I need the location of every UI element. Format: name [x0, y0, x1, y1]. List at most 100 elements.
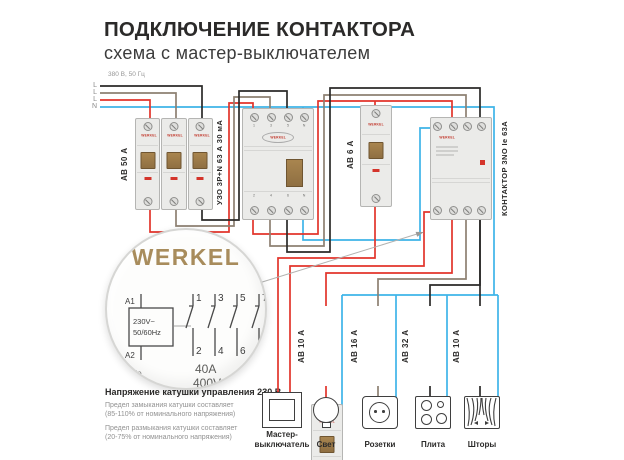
terminal-screw-icon	[169, 197, 179, 206]
terminal-screw-icon	[195, 122, 205, 131]
rcd-terminal-number: 5	[286, 124, 290, 128]
wire-black-rcd-to-contactor	[286, 87, 481, 253]
coil-breaker: WERKEL	[360, 105, 392, 207]
coil-terminal-a2: A2	[125, 351, 135, 360]
master-switch-icon	[262, 392, 302, 428]
branch-breaker-3-label: АВ 32 А	[401, 329, 410, 363]
wire-red-breaker-to-rcd	[149, 102, 254, 233]
coil-note-open: Предел размыкания катушки составляет (20…	[105, 425, 237, 442]
rcd-terminal-number: 3	[269, 124, 273, 128]
socket-icon	[362, 396, 398, 429]
terminal-screw-icon	[143, 197, 153, 206]
status-indicator	[170, 177, 178, 180]
rcd-terminal-number: N	[302, 124, 306, 128]
terminal-screw-icon	[283, 206, 293, 215]
status-indicator	[372, 169, 380, 172]
main-breaker-pole-3: WERKEL	[187, 118, 213, 210]
coil-breaker-label: АВ 6 А	[346, 140, 355, 170]
terminal-screw-icon	[462, 206, 472, 215]
breaker-toggle	[166, 152, 182, 169]
breaker-toggle	[319, 436, 335, 453]
wire-red-supply	[100, 99, 151, 124]
master-switch-label: Мастер- выключатель	[254, 430, 310, 449]
status-indicator	[196, 177, 204, 180]
brand-badge: WERKEL	[262, 132, 294, 143]
wire-neutral-main	[100, 106, 495, 295]
branch-breaker-1-label: АВ 10 А	[297, 329, 306, 363]
contactor-magnifier: WERKEL A1 230V~ 50/60Hz A2 1 3 5	[105, 228, 267, 390]
brand-micro-label: WERKEL	[193, 134, 210, 138]
terminal-screw-icon	[249, 113, 259, 122]
branch-breaker-2-label: АВ 16 А	[350, 329, 359, 363]
ie-label: Ie	[135, 369, 142, 378]
terminal-screw-icon	[371, 194, 381, 203]
contactor-device: WERKEL	[430, 117, 492, 220]
coil-frequency: 50/60Hz	[133, 328, 161, 337]
terminal-screw-icon	[371, 109, 381, 118]
coil-note-close-line1: Предел замыкания катушки составляет	[105, 402, 234, 409]
wire-black-breaker-to-rcd	[201, 90, 288, 221]
coil-note-open-line2: (20-75% от номинального напряжения)	[105, 433, 232, 441]
contact-number: 6	[240, 346, 246, 357]
curtains-icon	[464, 396, 500, 429]
branch-breaker-4-label: АВ 10 А	[452, 329, 461, 363]
wire-black-contactor-to-stove-breaker	[429, 212, 481, 306]
supply-line-n-label: N	[91, 103, 97, 110]
light-bulb-icon	[313, 397, 339, 423]
contact-number: 7	[262, 293, 265, 304]
supply-line-l3-label: L	[93, 96, 97, 103]
light-bulb-base	[322, 422, 331, 428]
contact-number: 3	[218, 293, 224, 304]
contact-number: 2	[196, 346, 202, 357]
terminal-screw-icon	[143, 122, 153, 131]
sockets-label: Розетки	[364, 440, 396, 449]
coil-voltage: 230V~	[133, 317, 156, 326]
terminal-screw-icon	[462, 122, 472, 131]
page-title: ПОДКЛЮЧЕНИЕ КОНТАКТОРА	[104, 18, 416, 41]
terminal-screw-icon	[476, 206, 486, 215]
terminal-screw-icon	[448, 122, 458, 131]
contact-number: 1	[196, 293, 202, 304]
coil-note-close: Предел замыкания катушки составляет (85-…	[105, 402, 235, 419]
wire-red-master-switch-return	[289, 211, 438, 394]
rcd-terminal-number: 6	[286, 194, 290, 198]
main-breaker-pole-2: WERKEL	[161, 118, 187, 210]
magnifier-leader-line	[258, 233, 418, 284]
main-breaker-pole-1: WERKEL	[135, 118, 161, 210]
terminal-screw-icon	[432, 206, 442, 215]
terminal-screw-icon	[169, 122, 179, 131]
terminal-screw-icon	[299, 206, 309, 215]
terminal-screw-icon	[266, 113, 276, 122]
rcd-terminal-number: 4	[269, 194, 273, 198]
wire-neutral-light	[338, 295, 343, 411]
coil-terminal-a1: A1	[125, 297, 135, 306]
rated-current: 40A	[195, 362, 216, 376]
terminal-screw-icon	[283, 113, 293, 122]
stove-icon	[415, 396, 451, 429]
contact-number: 5	[240, 293, 246, 304]
wire-red-to-master-switch	[277, 196, 376, 394]
coil-note-open-line1: Предел размыкания катушки составляет	[105, 425, 238, 432]
stove-label: Плита	[420, 440, 446, 449]
supply-line-l2-label: L	[93, 89, 97, 96]
magnifier-leader-arrow	[415, 231, 424, 237]
wire-taupe-breaker-to-rcd	[175, 96, 271, 227]
wire-black-supply	[100, 85, 203, 124]
terminal-screw-icon	[195, 197, 205, 206]
supply-rating-label: 380 В, 50 Гц	[108, 71, 145, 78]
rcd-terminal-number: N	[302, 194, 306, 198]
coil-note-close-line2: (85-110% от номинального напряжения)	[105, 410, 236, 418]
contactor-indicator	[480, 160, 485, 165]
terminal-screw-icon	[476, 122, 486, 131]
curtains-label: Шторы	[467, 440, 497, 449]
rcd-device: 1 3 5 N WERKEL 2 4 6 N	[242, 108, 314, 220]
brand-micro-label: WERKEL	[439, 136, 456, 140]
rcd-terminal-number: 1	[252, 124, 256, 128]
contactor-label: КОНТАКТОР 3NO Ie 63А	[500, 120, 509, 216]
brand-micro-label: WERKEL	[167, 134, 184, 138]
main-breaker: WERKEL WERKEL WERKEL	[135, 118, 213, 210]
wire-red-rcd-to-contactor	[252, 100, 453, 235]
rated-voltage: 400V	[193, 376, 221, 388]
